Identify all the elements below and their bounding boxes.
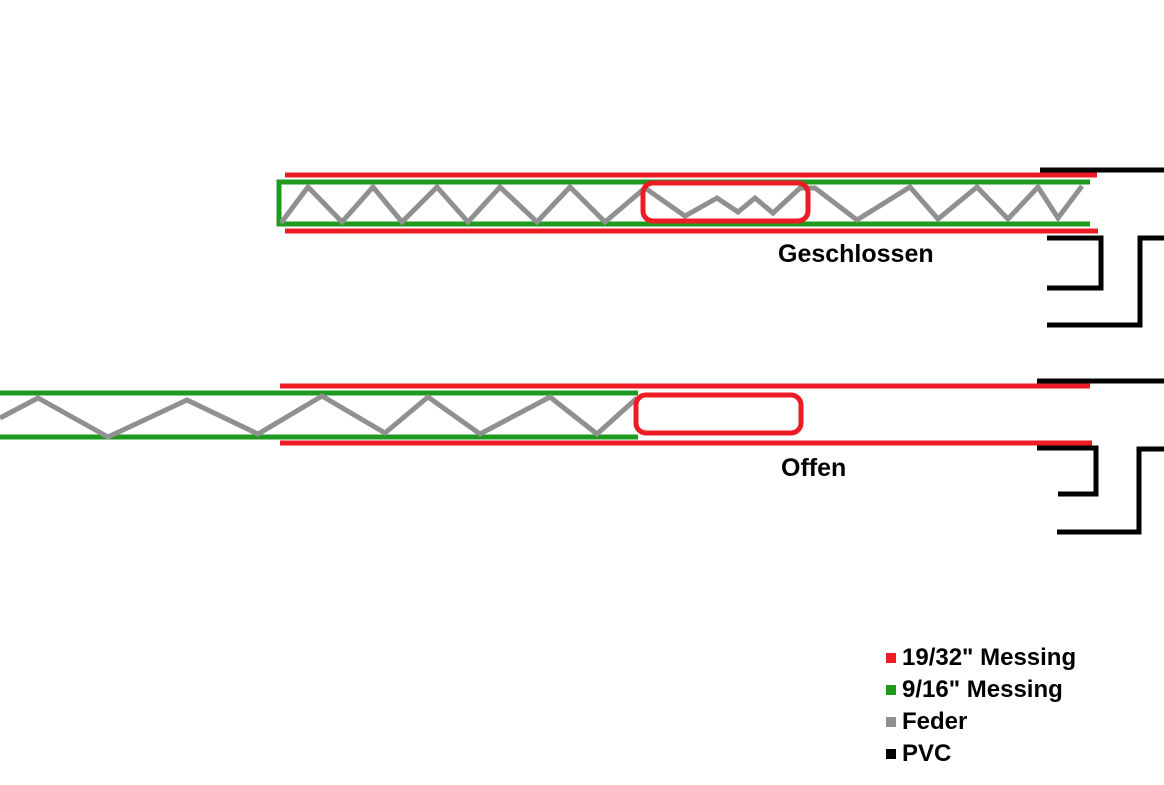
legend-label: Feder (902, 708, 968, 735)
legend-label: 19/32" Messing (902, 644, 1077, 671)
legend-item-9-16-messing: 9/16" Messing (886, 678, 1076, 702)
black-swatch-icon (886, 749, 896, 759)
open-piston (633, 392, 804, 436)
open-spring (0, 393, 639, 440)
green-swatch-icon (886, 685, 896, 695)
legend-item-19-32-messing: 19/32" Messing (886, 646, 1076, 670)
closed-pvc-outer-socket (1047, 235, 1164, 328)
state-label-geschlossen: Geschlossen (778, 240, 934, 268)
legend-label: 9/16" Messing (902, 676, 1063, 703)
legend-item-feder: Feder (886, 710, 1076, 734)
closed-piston (640, 180, 811, 224)
legend: 19/32" Messing 9/16" Messing Feder PVC (886, 646, 1076, 774)
open-pvc-outer-socket (1057, 446, 1164, 535)
legend-label: PVC (902, 740, 952, 767)
state-label-offen: Offen (781, 454, 847, 482)
open-pvc-inner-socket (1037, 445, 1099, 497)
red-swatch-icon (886, 653, 896, 663)
closed-pvc-inner-socket (1047, 235, 1104, 291)
closed-spring (279, 182, 1084, 226)
gray-swatch-icon (886, 717, 896, 727)
legend-item-pvc: PVC (886, 742, 1076, 766)
